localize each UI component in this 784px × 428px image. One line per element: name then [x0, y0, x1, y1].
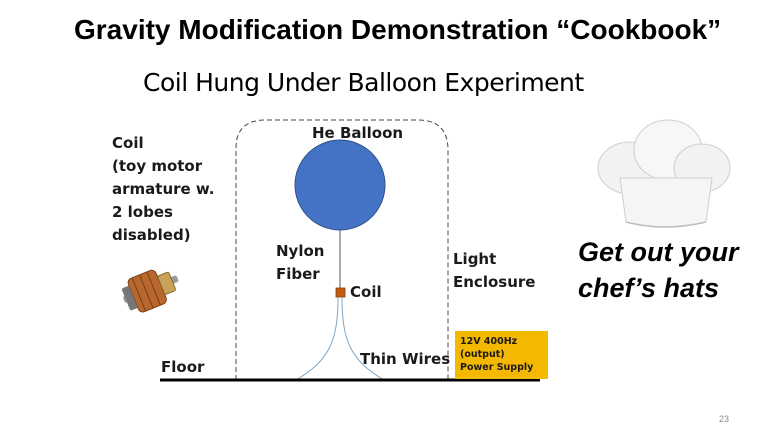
light-enclosure-outline	[235, 119, 449, 380]
power-supply-box: 12V 400Hz (output) Power Supply	[455, 331, 548, 379]
slide-subtitle: Coil Hung Under Balloon Experiment	[143, 68, 584, 97]
thin-wire-right	[341, 296, 385, 381]
coil-shape	[335, 287, 346, 298]
coil-description: Coil (toy motor armature w. 2 lobes disa…	[112, 132, 262, 247]
nylon-fiber-label: Nylon Fiber	[276, 240, 324, 286]
nylon-fiber-label-line: Nylon	[276, 242, 325, 260]
tagline-line: Get out your	[578, 237, 739, 267]
coil-description-line: Coil	[112, 134, 144, 152]
he-balloon-label: He Balloon	[312, 124, 404, 142]
coil-description-line: disabled)	[112, 226, 191, 244]
thin-wires-label: Thin Wires	[360, 350, 451, 368]
coil-description-line: (toy motor	[112, 157, 203, 175]
coil-description-line: armature w.	[112, 180, 215, 198]
chef-hat-icon	[597, 119, 731, 228]
power-supply-line: (output)	[460, 349, 505, 360]
page-number: 23	[719, 414, 730, 424]
thin-wire-left	[295, 296, 339, 381]
light-enclosure-label-line: Enclosure	[453, 273, 536, 291]
slide-title: Gravity Modification Demonstration “Cook…	[74, 14, 722, 45]
power-supply-line: 12V 400Hz	[460, 336, 518, 347]
light-enclosure-label: Light Enclosure	[453, 248, 535, 294]
coil-label: Coil	[350, 283, 382, 301]
tagline: Get out your chef’s hats	[578, 234, 778, 306]
power-supply-line: Power Supply	[460, 362, 534, 373]
he-balloon-shape	[294, 139, 386, 231]
coil-description-line: 2 lobes	[112, 203, 173, 221]
motor-armature-icon	[122, 269, 179, 313]
floor-label: Floor	[161, 358, 205, 376]
light-enclosure-label-line: Light	[453, 250, 497, 268]
nylon-fiber-label-line: Fiber	[276, 265, 320, 283]
tagline-line: chef’s hats	[578, 273, 720, 303]
